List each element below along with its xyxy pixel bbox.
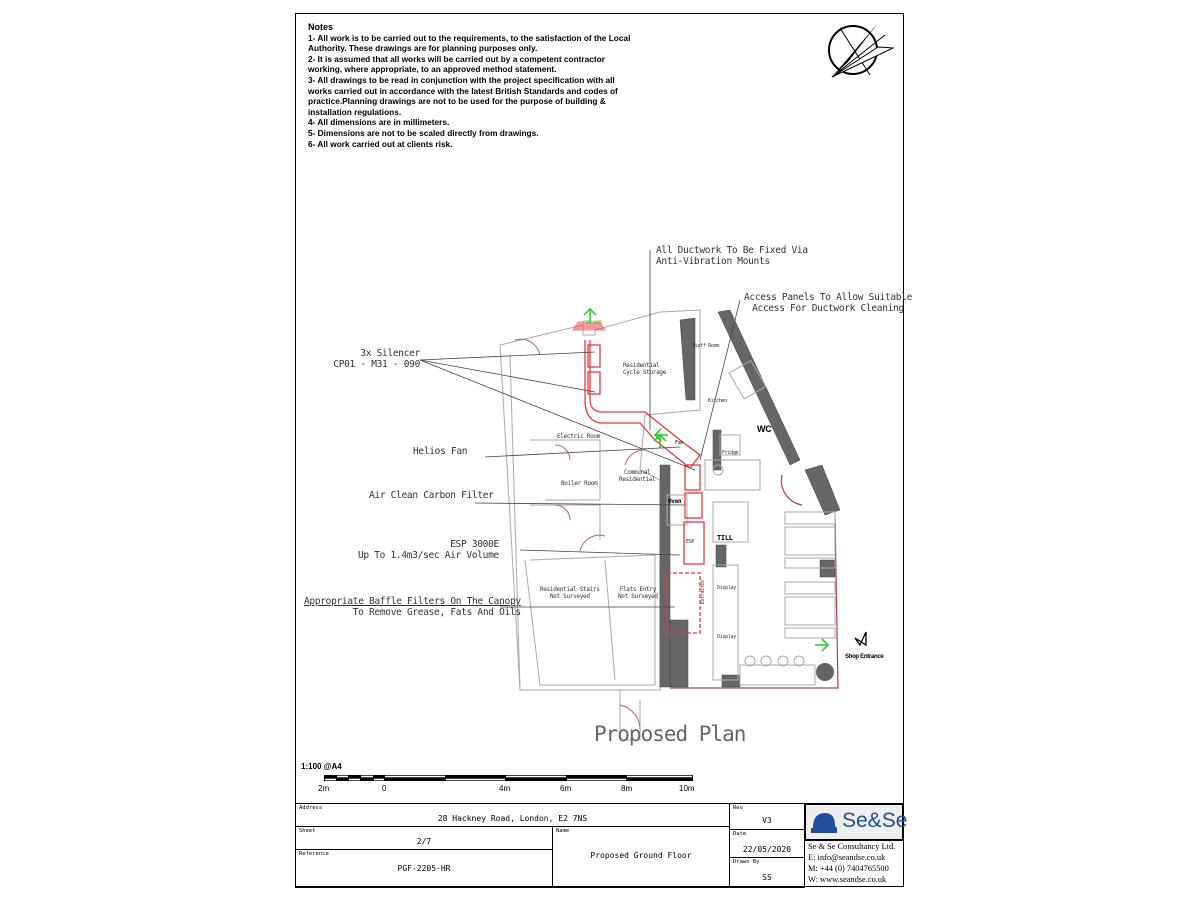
scale-label: 1:100 @A4	[301, 762, 342, 771]
company-contact: Se & Se Consultancy Ltd.E: info@seandse.…	[808, 842, 896, 884]
shop-walls	[659, 309, 841, 688]
note-fan: Helios Fan	[413, 446, 468, 457]
north-arrow-icon	[828, 23, 895, 78]
ductwork	[571, 321, 705, 634]
fire-exit-signs	[583, 307, 830, 652]
shop-glazing	[670, 474, 839, 689]
scale-tick: 0	[382, 784, 387, 793]
display-label-1: Display	[717, 585, 736, 591]
room-staff: Staff Room	[692, 343, 720, 349]
note-4: 4- All dimensions are in millimeters.	[308, 117, 450, 128]
note-3: 3- All drawings to be read in conjunctio…	[308, 74, 621, 117]
scale-tick: 6m	[560, 784, 572, 793]
shop-fixtures	[666, 359, 836, 686]
drawing-sheet-border	[295, 13, 904, 887]
fire-exit-label: FIRE EXIT	[583, 320, 602, 325]
company-logo: Se&Se	[804, 803, 907, 841]
oven-label: Oven	[668, 498, 682, 505]
display-label-2: Display	[717, 634, 736, 640]
till-label: TILL	[717, 534, 733, 542]
note-baffle: Appropriate Baffle Filters On The Canopy…	[304, 596, 521, 618]
room-wc: WC	[757, 424, 772, 434]
note-carbon-filter: Air Clean Carbon Filter	[369, 490, 494, 501]
note-2: 2- It is assumed that all works will be …	[308, 53, 608, 75]
note-1: 1- All work is to be carried out to the …	[308, 32, 633, 54]
shop-entrance-label: Shop Entrance	[845, 654, 884, 660]
note-6: 6- All work carried out at clients risk.	[308, 138, 453, 149]
column-icon	[816, 663, 834, 681]
room-electric: Electric Room	[557, 433, 601, 440]
plan-title: Proposed Plan	[594, 722, 746, 746]
leader-lines	[419, 250, 867, 647]
hard-hat-icon	[811, 813, 837, 833]
scale-tick: 4m	[499, 784, 511, 793]
notes-block: Notes 1- All work is to be carried out t…	[308, 22, 638, 149]
esp-label: ESP	[686, 539, 695, 545]
room-kitchen: Kitchen	[708, 398, 727, 404]
extractor-label: Extractor	[700, 579, 707, 605]
room-boiler: Boiler Room	[561, 480, 598, 487]
scale-tick: 2m	[318, 784, 330, 793]
scale-tick: 10m	[679, 784, 695, 793]
note-5: 5- Dimensions are not to be scaled direc…	[308, 127, 539, 138]
scale-tick: 8m	[621, 784, 633, 793]
fridge-label: Fridge	[722, 450, 739, 456]
fan-label: Fan	[675, 440, 684, 446]
notes-heading: Notes	[308, 22, 334, 32]
